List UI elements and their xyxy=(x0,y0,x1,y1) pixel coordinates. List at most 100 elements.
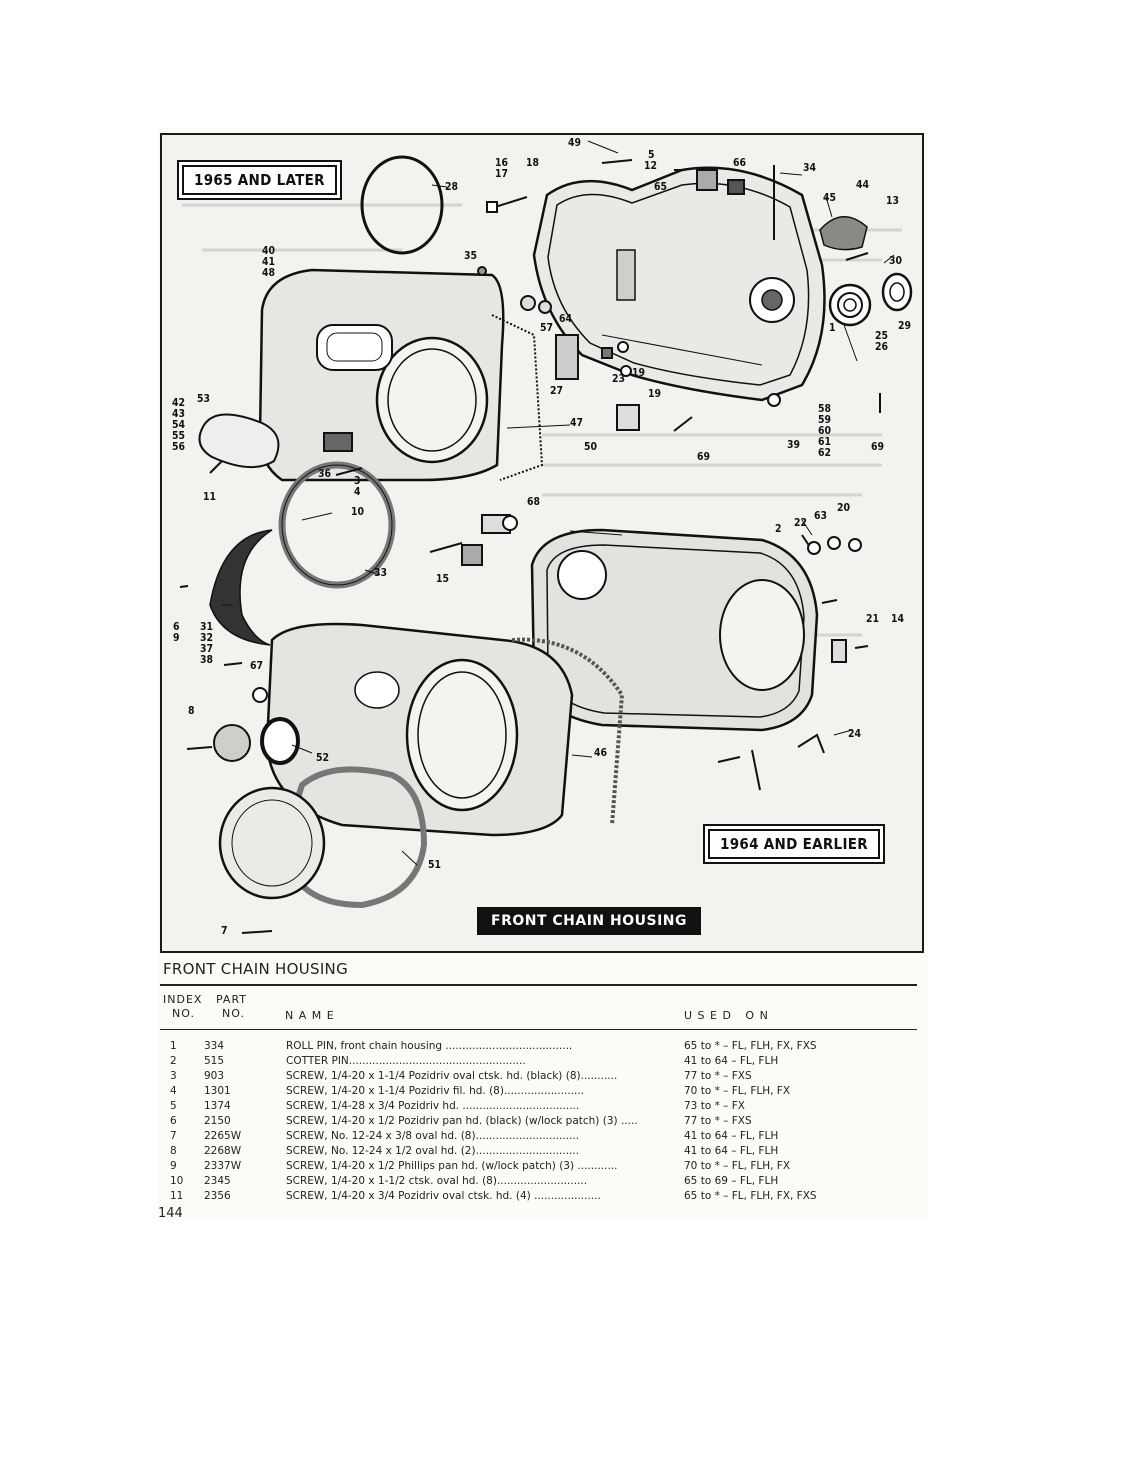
row-name: SCREW, 1/4-20 x 1-1/2 ctsk. oval hd. (8)… xyxy=(286,1175,588,1187)
row-part-no: 2265W xyxy=(204,1130,242,1142)
row-used-on: 41 to 64 – FL, FLH xyxy=(684,1130,779,1142)
row-part-no: 2268W xyxy=(204,1145,242,1157)
col-head-index-bottom: NO. xyxy=(172,1007,195,1020)
row-used-on: 77 to * – FXS xyxy=(684,1070,752,1082)
col-head-part-bottom: NO. xyxy=(222,1007,245,1020)
row-part-no: 2345 xyxy=(204,1175,231,1187)
callout-35: 35 xyxy=(464,249,478,262)
table-row: 3 903 SCREW, 1/4-20 x 1-1/4 Pozidriv ova… xyxy=(160,1070,860,1085)
row-part-no: 903 xyxy=(204,1070,225,1082)
section-rule-header xyxy=(160,1029,917,1030)
table-row: 8 2268W SCREW, No. 12-24 x 1/2 oval hd. … xyxy=(160,1145,860,1160)
row-index: 10 xyxy=(170,1175,184,1187)
callout-50: 50 xyxy=(584,440,598,453)
callout-40: 40 xyxy=(262,244,276,257)
table-row: 10 2345 SCREW, 1/4-20 x 1-1/2 ctsk. oval… xyxy=(160,1175,860,1190)
row-name: SCREW, 1/4-20 x 1-1/4 Pozidriv oval ctsk… xyxy=(286,1070,618,1082)
page-number: 144 xyxy=(158,1206,183,1221)
row-index: 2 xyxy=(170,1055,177,1067)
callout-18: 18 xyxy=(526,156,540,169)
callout-22: 22 xyxy=(794,516,808,529)
row-used-on: 65 to * – FL, FLH, FX, FXS xyxy=(684,1190,817,1202)
callout-14: 14 xyxy=(891,612,905,625)
table-row: 5 1374 SCREW, 1/4-28 x 3/4 Pozidriv hd. … xyxy=(160,1100,860,1115)
row-name: COTTER PIN..............................… xyxy=(286,1055,526,1067)
section-rule-top xyxy=(160,984,917,986)
row-index: 8 xyxy=(170,1145,177,1157)
callout-41: 41 xyxy=(262,255,276,268)
callout-17: 17 xyxy=(495,167,509,180)
callout-31: 31 xyxy=(200,620,214,633)
col-head-index-top: INDEX xyxy=(163,993,203,1006)
leader-lines xyxy=(222,140,895,866)
row-part-no: 2337W xyxy=(204,1160,242,1172)
callout-20: 20 xyxy=(837,501,851,514)
table-row: 6 2150 SCREW, 1/4-20 x 1/2 Pozidriv pan … xyxy=(160,1115,860,1130)
row-used-on: 41 to 64 – FL, FLH xyxy=(684,1145,779,1157)
callout-15: 15 xyxy=(436,572,450,585)
outer-housing-earlier xyxy=(530,528,819,732)
callout-69-right: 69 xyxy=(871,440,885,453)
bearing-assembly xyxy=(828,272,913,327)
derby-cover-31 xyxy=(209,529,273,646)
callout-53: 53 xyxy=(197,392,211,405)
table-row: 2 515 COTTER PIN........................… xyxy=(160,1055,860,1070)
label-1964-and-earlier: 1964 AND EARLIER xyxy=(708,829,880,859)
row-name: SCREW, 1/4-20 x 1/2 Pozidriv pan hd. (bl… xyxy=(286,1115,638,1127)
callout-9: 9 xyxy=(173,631,180,644)
o-ring-28 xyxy=(360,155,444,255)
callout-63: 63 xyxy=(814,509,828,522)
callout-36: 36 xyxy=(318,467,332,480)
callout-28: 28 xyxy=(445,180,459,193)
callout-8: 8 xyxy=(188,704,195,717)
callout-54: 54 xyxy=(172,418,186,431)
diagram-title-band: FRONT CHAIN HOUSING xyxy=(477,907,701,935)
callout-6: 6 xyxy=(173,620,180,633)
callout-52: 52 xyxy=(316,751,330,764)
callout-48: 48 xyxy=(262,266,276,279)
callout-49: 49 xyxy=(568,136,582,149)
row-used-on: 70 to * – FL, FLH, FX xyxy=(684,1160,791,1172)
row-name: SCREW, No. 12-24 x 3/8 oval hd. (8).....… xyxy=(286,1130,580,1142)
callout-66: 66 xyxy=(733,156,747,169)
callout-3: 3 xyxy=(354,474,361,487)
callout-47: 47 xyxy=(570,416,584,429)
row-index: 1 xyxy=(170,1040,177,1052)
callout-67: 67 xyxy=(250,659,264,672)
callout-55: 55 xyxy=(172,429,186,442)
callout-68: 68 xyxy=(527,495,541,508)
callout-39: 39 xyxy=(787,438,801,451)
col-head-name: N A M E xyxy=(285,1009,335,1022)
callout-29: 29 xyxy=(898,319,912,332)
row-index: 3 xyxy=(170,1070,177,1082)
row-index: 11 xyxy=(170,1190,184,1202)
callout-27: 27 xyxy=(550,384,564,397)
callout-32: 32 xyxy=(200,631,214,644)
row-index: 7 xyxy=(170,1130,177,1142)
table-row: 4 1301 SCREW, 1/4-20 x 1-1/4 Pozidriv fi… xyxy=(160,1085,860,1100)
row-used-on: 70 to * – FL, FLH, FX xyxy=(684,1085,791,1097)
row-part-no: 1301 xyxy=(204,1085,231,1097)
row-part-no: 2150 xyxy=(204,1115,231,1127)
callout-33: 33 xyxy=(374,566,388,579)
callout-38: 38 xyxy=(200,653,214,666)
seal-52 xyxy=(260,717,300,765)
label-1965-and-later: 1965 AND LATER xyxy=(182,165,337,195)
row-index: 4 xyxy=(170,1085,177,1097)
callout-37: 37 xyxy=(200,642,214,655)
table-row: 9 2337W SCREW, 1/4-20 x 1/2 Phillips pan… xyxy=(160,1160,860,1175)
row-name: SCREW, No. 12-24 x 1/2 oval hd. (2).....… xyxy=(286,1145,580,1157)
cap-8 xyxy=(213,724,251,762)
callout-11: 11 xyxy=(203,490,217,503)
row-name: SCREW, 1/4-20 x 1/2 Phillips pan hd. (w/… xyxy=(286,1160,618,1172)
callout-34: 34 xyxy=(803,161,817,174)
callout-21: 21 xyxy=(866,612,880,625)
callout-42: 42 xyxy=(172,396,186,409)
inspection-plate xyxy=(819,216,868,251)
callout-10: 10 xyxy=(351,505,365,518)
callout-57: 57 xyxy=(540,321,554,334)
row-used-on: 65 to * – FL, FLH, FX, FXS xyxy=(684,1040,817,1052)
row-part-no: 334 xyxy=(204,1040,225,1052)
row-index: 6 xyxy=(170,1115,177,1127)
callout-7: 7 xyxy=(221,924,228,937)
